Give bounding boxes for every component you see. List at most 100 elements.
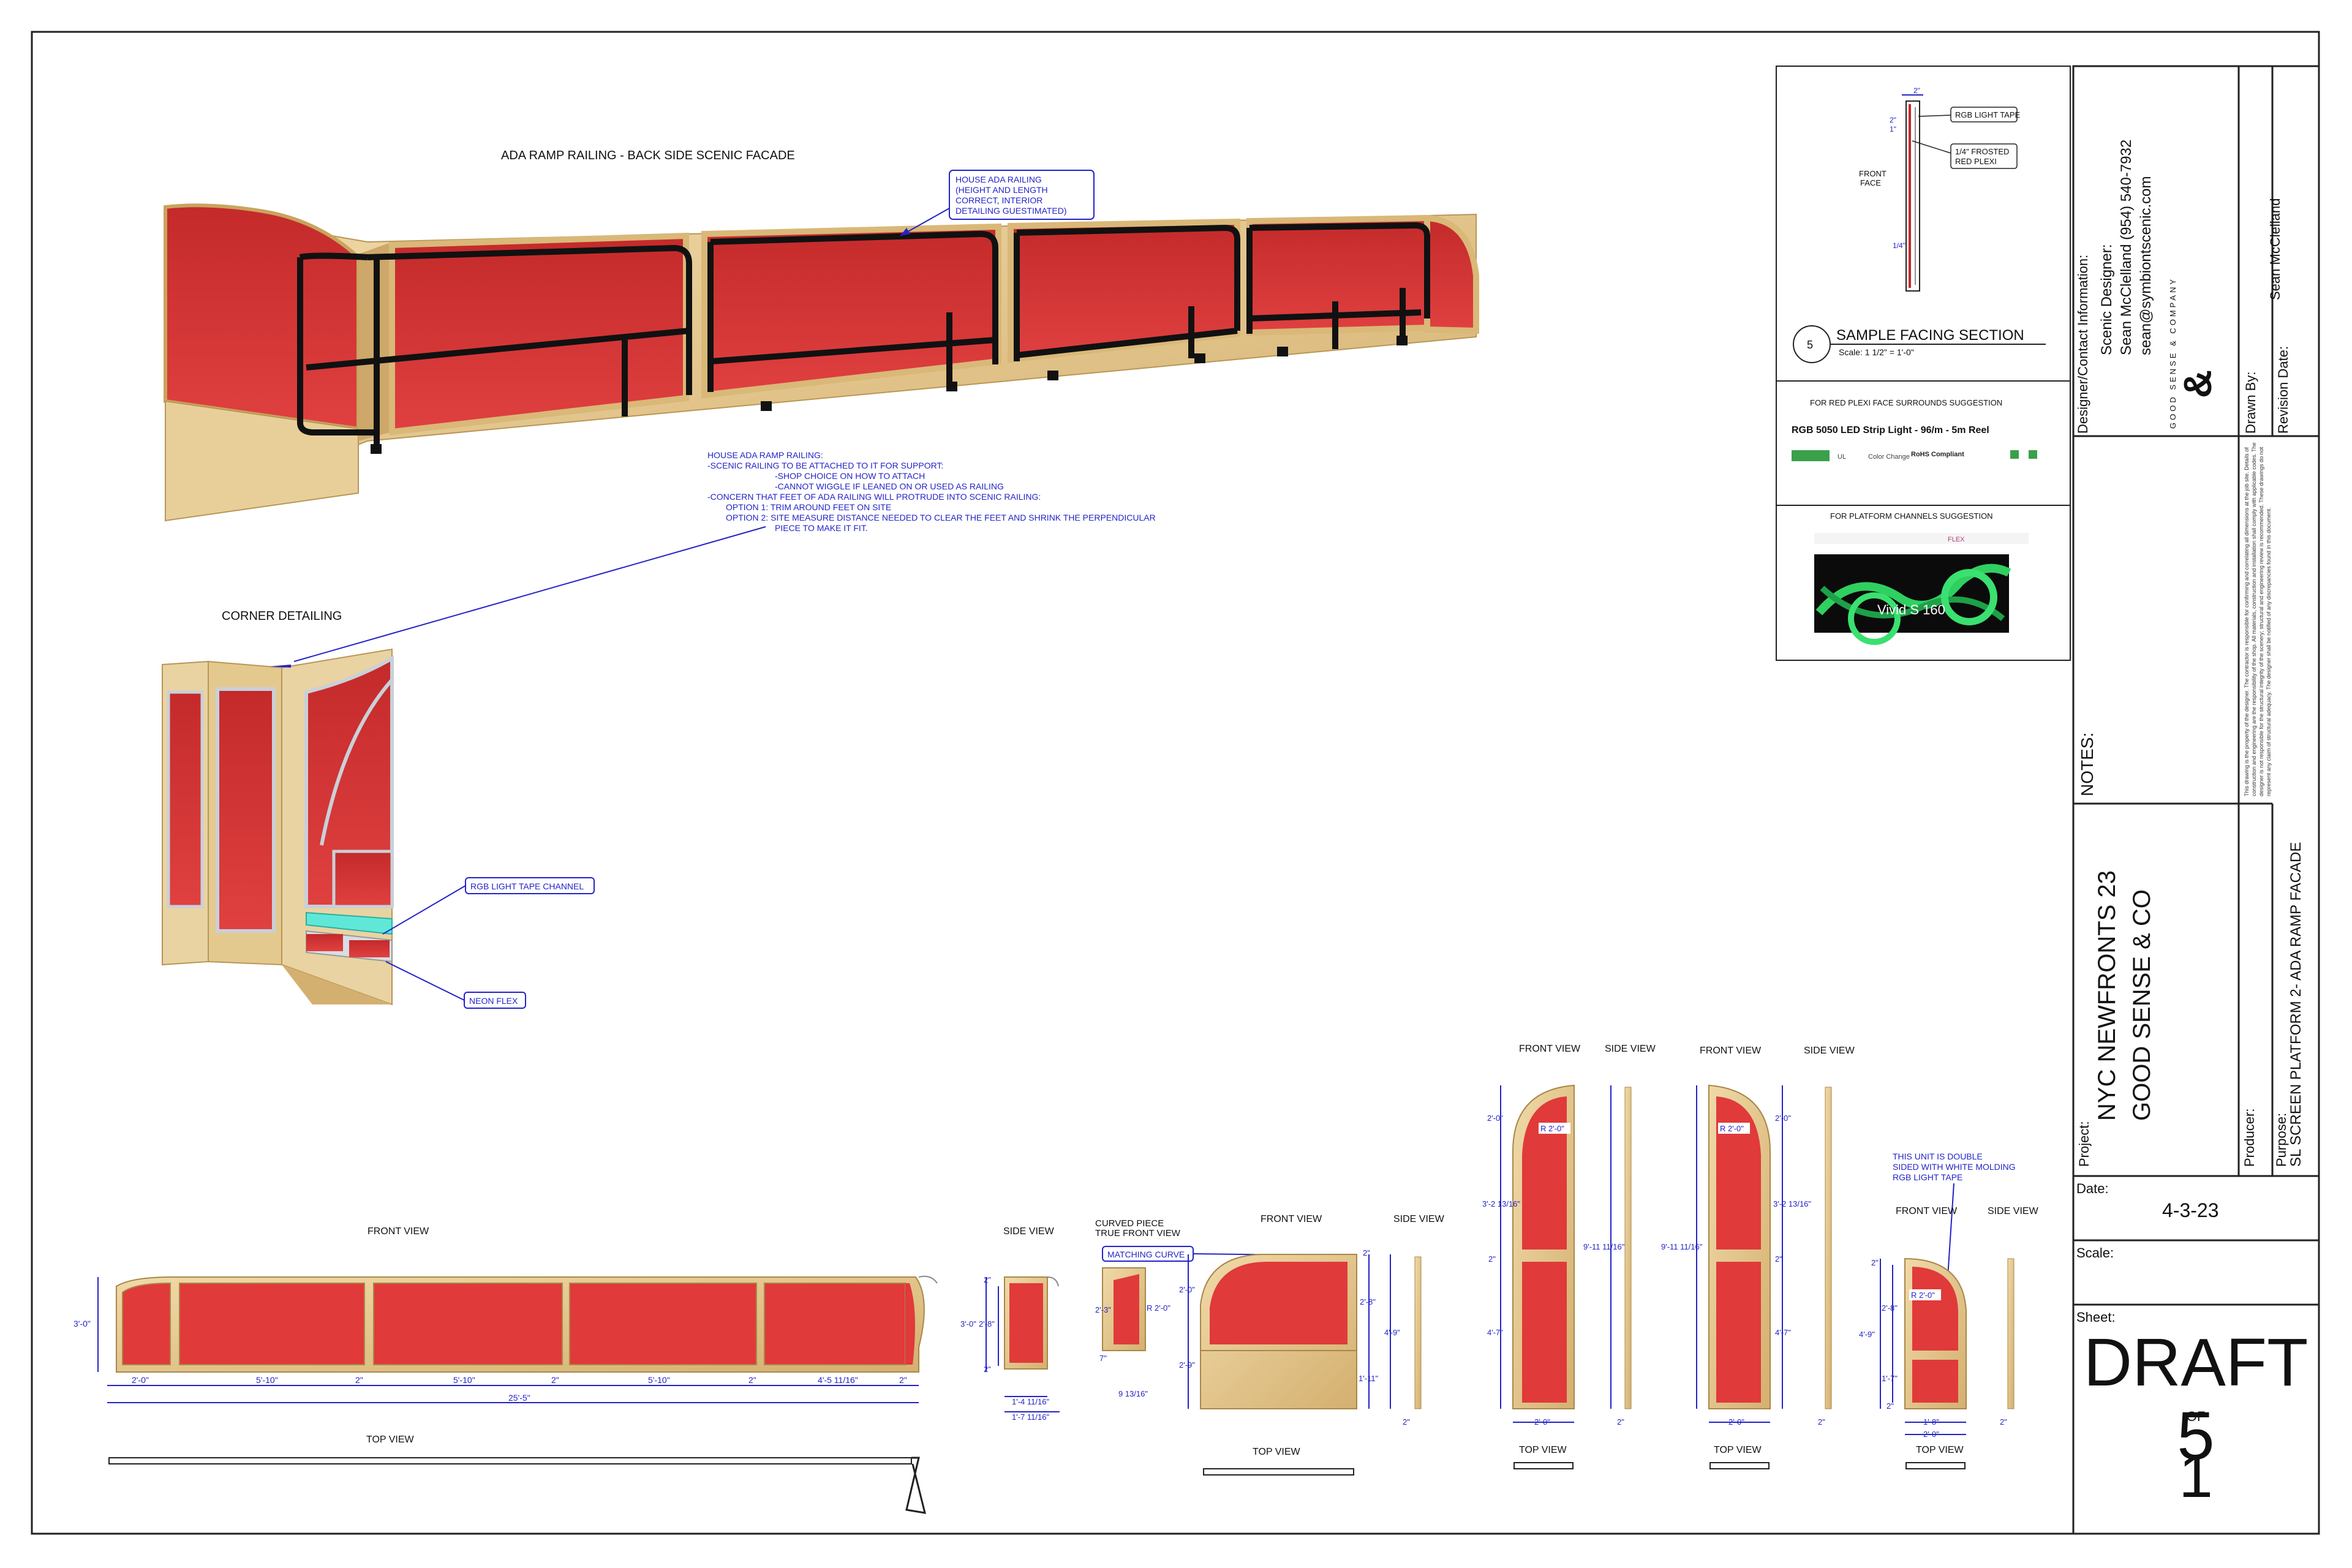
note-line: PIECE TO MAKE IT FIT. <box>775 523 868 533</box>
dim-side-c: 2" <box>984 1275 991 1284</box>
detail-dim-a: 2" <box>1890 116 1896 124</box>
dim-small-r: R 2'-0" <box>1911 1291 1935 1300</box>
dim-tall-total: 9'-11 11/16" <box>1583 1242 1625 1251</box>
dim-tall2-r: R 2'-0" <box>1720 1124 1744 1133</box>
platform-title: FOR PLATFORM CHANNELS SUGGESTION <box>1830 511 1993 521</box>
dim-tall2-side: 2" <box>1818 1417 1825 1427</box>
callout-line: DETAILING GUESTIMATED) <box>956 206 1067 216</box>
side-view-label-4: SIDE VIEW <box>1804 1046 1855 1056</box>
note-line: -CONCERN THAT FEET OF ADA RAILING WILL P… <box>707 492 1041 502</box>
tall-unit-2 <box>1708 1084 1832 1409</box>
callout-line: HOUSE ADA RAILING <box>956 175 1042 184</box>
main-railing-render <box>164 203 1479 522</box>
dim-curved-d: 2'-0" <box>1179 1285 1195 1294</box>
date-value: 4-3-23 <box>2162 1199 2219 1221</box>
red-plexi-suggestion: FOR RED PLEXI FACE SURROUNDS SUGGESTION … <box>1792 398 2037 461</box>
double-sided-line: SIDED WITH WHITE MOLDING <box>1893 1162 2016 1172</box>
curved-label: TRUE FRONT VIEW <box>1095 1228 1181 1238</box>
side-view-label-2: SIDE VIEW <box>1393 1214 1445 1224</box>
dim-seg: 4'-5 11/16" <box>818 1375 858 1385</box>
company-logo: & <box>2173 360 2222 409</box>
dim-tall-c: 2" <box>1488 1254 1496 1264</box>
sheet-value: DRAFT 5 <box>2083 1325 2309 1474</box>
dim-tall2-d: 4'-7" <box>1775 1328 1791 1337</box>
sheet-label: Sheet: <box>2076 1310 2116 1325</box>
producer-label: Producer: <box>2242 1108 2257 1167</box>
detail-dim-c: 1/4" <box>1893 241 1905 250</box>
dim-side-d: 2" <box>984 1365 991 1374</box>
dim-tall2-w: 2'-0" <box>1728 1417 1744 1427</box>
logo-text: GOOD SENSE & COMPANY <box>2168 276 2177 429</box>
dim-tall2-c: 2" <box>1775 1254 1782 1264</box>
top-view-label-4: TOP VIEW <box>1714 1445 1762 1455</box>
dimension-lines-long <box>97 1277 919 1403</box>
svg-text:HOUSE ADA RAILING: HOUSE ADA RAILING <box>956 175 1042 184</box>
dim-curved-g: 2'-8" <box>1360 1297 1376 1306</box>
sheet-of: OF <box>2186 1409 2206 1424</box>
dim-tall-b: 3'-2 13/16" <box>1482 1199 1520 1208</box>
double-sided-line: RGB LIGHT TAPE <box>1893 1172 1962 1182</box>
dim-tall-r: R 2'-0" <box>1540 1124 1564 1133</box>
dim-curved-f: 2" <box>1363 1248 1370 1257</box>
curved-front-elevation <box>1200 1254 1422 1409</box>
dim-small-a: 2" <box>1871 1258 1879 1267</box>
dim-tall2-a: 2'-0" <box>1775 1114 1791 1123</box>
dim-side-w2: 1'-7 11/16" <box>1012 1412 1049 1422</box>
dim-tall-a: 2'-0" <box>1487 1114 1503 1123</box>
note-line: -SCENIC RAILING TO BE ATTACHED TO IT FOR… <box>707 461 943 470</box>
designer-line: Scenic Designer: <box>2098 244 2115 355</box>
curved-piece-elevation <box>1102 1267 1146 1351</box>
email-icon[interactable] <box>2029 450 2037 459</box>
top-view-tall-2 <box>1709 1462 1770 1469</box>
dim-seg: 5'-10" <box>648 1375 670 1385</box>
designer-line: Sean McClelland (954) 540-7932 <box>2118 139 2135 355</box>
matching-curve-callout: MATCHING CURVE <box>1102 1246 1342 1262</box>
dim-tall2-b: 3'-2 13/16" <box>1773 1199 1811 1208</box>
svg-text:&: & <box>2176 370 2220 398</box>
neon-callout: NEON FLEX <box>385 961 526 1009</box>
dim-curved-e: 2'-9" <box>1179 1360 1195 1370</box>
corner-render <box>162 648 394 1006</box>
dim-tall2-total: 9'-11 11/16" <box>1661 1242 1703 1251</box>
product1-name: RGB 5050 LED Strip Light - 96/m - 5m Ree… <box>1792 425 1989 435</box>
dim-tall-w: 2'-0" <box>1534 1417 1550 1427</box>
note-line: OPTION 1: TRIM AROUND FEET ON SITE <box>726 502 891 512</box>
front-view-label-3: FRONT VIEW <box>1519 1044 1581 1054</box>
notes-label: NOTES: <box>2078 732 2097 796</box>
rgb-channel-label: RGB LIGHT TAPE CHANNEL <box>470 881 584 891</box>
detail-front-face: FRONT <box>1859 169 1887 178</box>
front-view-label-2: FRONT VIEW <box>1261 1214 1322 1224</box>
side-view-label-3: SIDE VIEW <box>1605 1044 1656 1054</box>
rgb-channel-callout: RGB LIGHT TAPE CHANNEL <box>382 877 595 935</box>
purpose-value: SL SCREEN PLATFORM 2- ADA RAMP FACADE <box>2288 842 2304 1167</box>
note-line: -SHOP CHOICE ON HOW TO ATTACH <box>775 471 925 481</box>
dim-small-w2: 2'-0" <box>1923 1430 1939 1439</box>
side-elevation <box>1004 1276 1059 1370</box>
dim-small-side: 2" <box>2000 1417 2007 1427</box>
dim-seg: 2" <box>355 1375 363 1385</box>
project-line-1: NYC NEWFRONTS 23 <box>2094 870 2120 1121</box>
callout-line: CORRECT, INTERIOR <box>956 195 1042 205</box>
section-title: SAMPLE FACING SECTION <box>1836 327 2024 344</box>
dim-curved-r: R 2'-0" <box>1147 1303 1170 1313</box>
disclaimer-text: This drawing is the property of the desi… <box>2244 442 2272 796</box>
scale-label: Scale: <box>2076 1245 2114 1261</box>
house-railing-callout: HOUSE ADA RAILING (HEIGHT AND LENGTH COR… <box>900 170 1095 236</box>
detail-dim-b: 1" <box>1890 125 1896 134</box>
dim-curved-h: 4'-9" <box>1384 1328 1400 1337</box>
dim-curved-c: 9 13/16" <box>1118 1389 1148 1398</box>
side-view-label-5: SIDE VIEW <box>1988 1206 2039 1216</box>
svg-text:CORRECT, INTERIOR: CORRECT, INTERIOR <box>956 195 1042 205</box>
callout-line: (HEIGHT AND LENGTH <box>956 185 1048 195</box>
section-scale: Scale: 1 1/2" = 1'-0" <box>1839 347 1914 357</box>
dim-seg: 5'-10" <box>256 1375 278 1385</box>
dim-tall-side: 2" <box>1617 1417 1624 1427</box>
detail-front-face: FACE <box>1860 178 1881 187</box>
front-elevation-long <box>116 1275 938 1373</box>
section-title-block: 5 SAMPLE FACING SECTION Scale: 1 1/2" = … <box>1793 325 2046 363</box>
dim-tall-d: 4'-7" <box>1487 1328 1503 1337</box>
print-icon[interactable] <box>2010 450 2019 459</box>
matching-curve-label: MATCHING CURVE <box>1107 1250 1185 1259</box>
top-view-long <box>108 1457 927 1514</box>
